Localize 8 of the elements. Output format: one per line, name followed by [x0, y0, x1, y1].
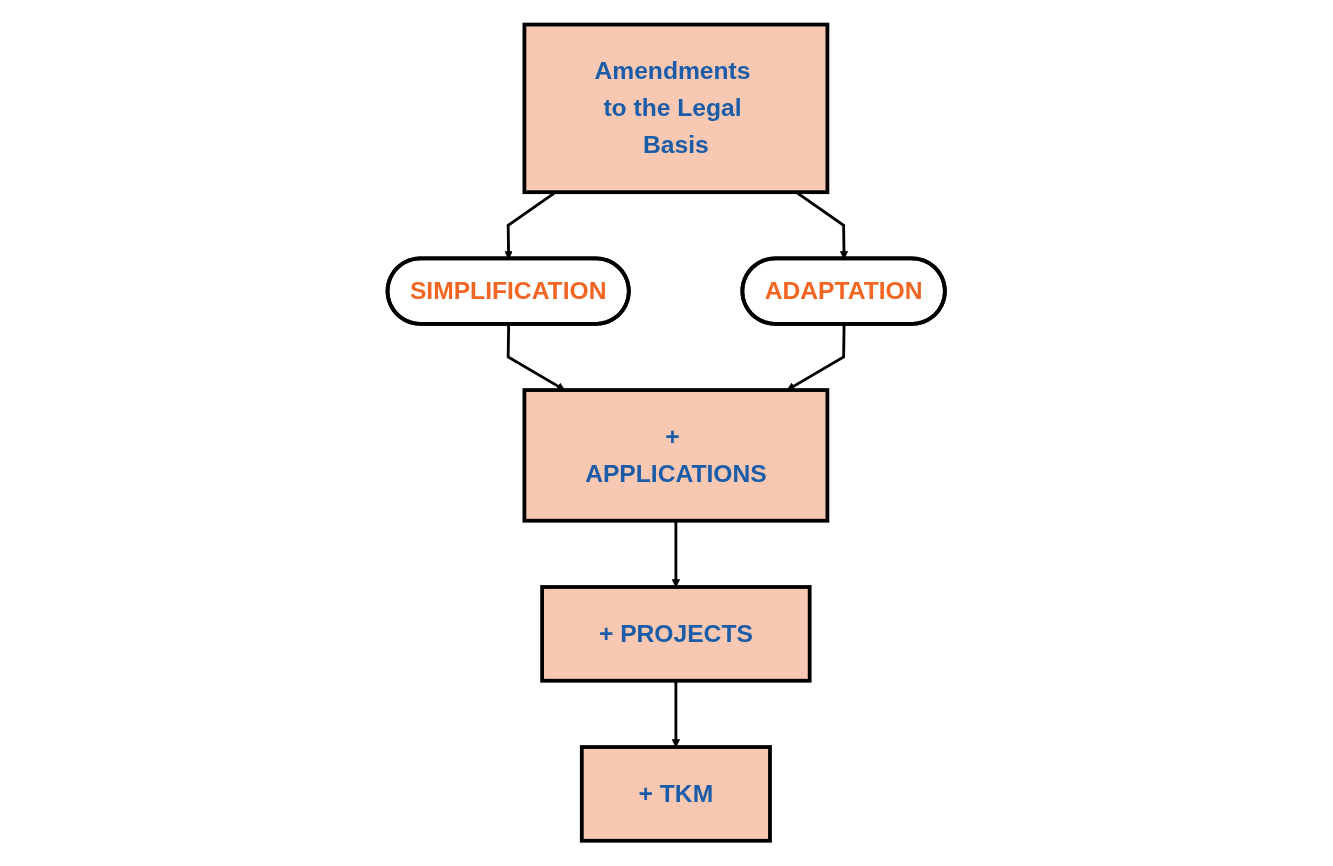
node-box: + PROJECTS: [540, 585, 812, 683]
node-box: + APPLICATIONS: [522, 388, 830, 523]
node-box: + TKM: [580, 745, 773, 843]
arrow: [672, 681, 681, 748]
arrow: [507, 324, 566, 391]
arrow: [672, 521, 681, 588]
node-box: Amendments to the Legal Basis: [522, 23, 830, 195]
arrow: [787, 324, 846, 391]
